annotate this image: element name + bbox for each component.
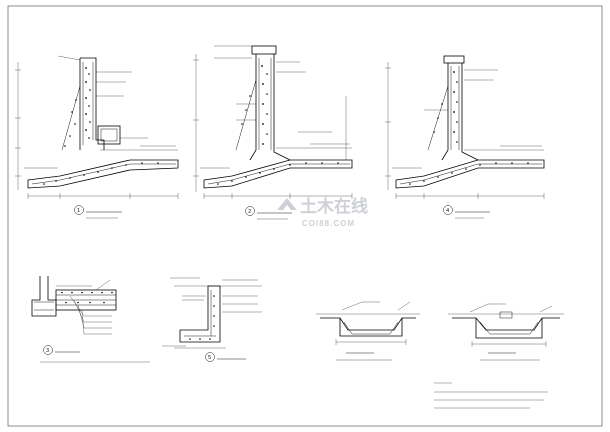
watermark-url: COI88.COM (302, 219, 355, 228)
section-2-number: 2 (248, 209, 251, 215)
detail-5-number: 5 (208, 355, 211, 361)
section-4-number: 4 (446, 208, 449, 214)
section-1-number: 1 (77, 208, 80, 214)
section-4-drawing: 4 (385, 55, 545, 219)
detail-3-drawing: 3 (31, 276, 150, 363)
detail-drain-2-drawing (448, 303, 564, 361)
detail-3-number: 3 (46, 348, 49, 354)
sheet-frame (7, 5, 603, 427)
general-notes (434, 382, 548, 409)
section-1-drawing: 1 (15, 55, 179, 219)
watermark-logo-icon (277, 198, 297, 210)
detail-drain-1-drawing (316, 301, 420, 361)
detail-5-drawing: 5 (162, 277, 262, 362)
watermark: 土木在线 COI88.COM (277, 196, 368, 228)
watermark-brand: 土木在线 (300, 196, 368, 216)
section-2-drawing: 2 (193, 45, 353, 220)
